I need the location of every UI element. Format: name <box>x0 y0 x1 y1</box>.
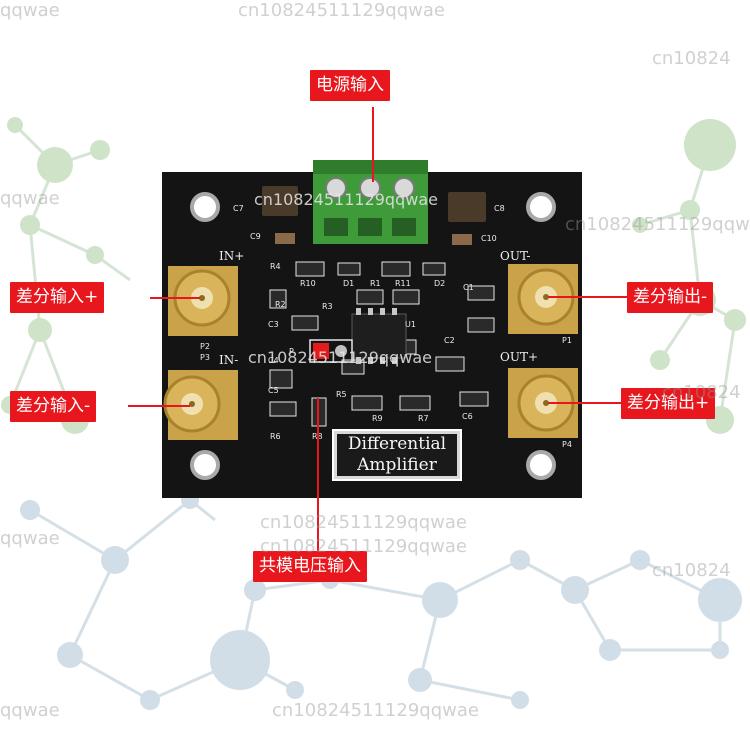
designator-c2: C2 <box>444 336 455 345</box>
designator-p1: P1 <box>562 336 572 345</box>
watermark: cn10824511129qqwae <box>565 214 750 235</box>
designator-c1: C1 <box>463 283 474 292</box>
watermark: qqwae <box>0 0 60 21</box>
watermark: cn10824 <box>652 560 731 581</box>
port-label-out-plus: OUT+ <box>500 350 539 364</box>
designator-r1: R1 <box>370 279 381 288</box>
designator-c4: C4 <box>268 356 279 365</box>
watermark: cn10824511129qqwae <box>248 348 432 367</box>
watermark: cn10824511129qqwae <box>272 700 479 721</box>
designator-r6: R6 <box>270 432 281 441</box>
designator-p: P <box>289 347 294 356</box>
designator-d2: D2 <box>434 279 446 288</box>
watermark: cn10824511129qqwae <box>260 512 467 533</box>
watermark: cn10824 <box>662 382 741 403</box>
designator-r2: R2 <box>275 300 286 309</box>
designator-c8: C8 <box>494 204 505 213</box>
label-common-mode-input: 共模电压输入 <box>253 551 367 582</box>
designator-c6: C6 <box>462 412 473 421</box>
designator-r7: R7 <box>418 414 429 423</box>
label-diff-input-minus: 差分输入- <box>10 391 97 422</box>
designator-c5: C5 <box>268 386 279 395</box>
designator-p2: P2 <box>200 342 210 351</box>
designator-r5: R5 <box>336 390 347 399</box>
designator-r3: R3 <box>322 302 333 311</box>
watermark: qqwae <box>0 188 60 209</box>
designator-c9: C9 <box>250 232 261 241</box>
watermark: cn10824511129qqwae <box>260 536 467 557</box>
label-diff-output-minus: 差分输出- <box>627 282 714 313</box>
watermark: qqwae <box>0 700 60 721</box>
port-label-out-minus: OUT- <box>500 249 531 263</box>
port-label-in-minus: IN- <box>219 353 239 367</box>
watermark: cn10824 <box>652 48 731 69</box>
board-title-line1: Differential <box>347 434 447 454</box>
designator-d1: D1 <box>343 279 355 288</box>
sma-connector-in-plus <box>168 266 238 336</box>
port-label-in-plus: IN+ <box>219 249 245 263</box>
watermark: qqwae <box>0 528 60 549</box>
sma-connector-in-minus <box>163 370 238 440</box>
label-power-input: 电源输入 <box>310 70 390 101</box>
sma-connector-out-minus <box>508 264 578 334</box>
label-diff-input-plus: 差分输入+ <box>10 282 105 313</box>
designator-u1: U1 <box>405 320 416 329</box>
designator-c10: C10 <box>481 234 497 243</box>
designator-r11: R11 <box>395 279 411 288</box>
watermark: cn10824511129qqwae <box>238 0 445 21</box>
designator-c3: C3 <box>268 320 279 329</box>
designator-r10: R10 <box>300 279 316 288</box>
designator-r9: R9 <box>372 414 383 423</box>
label-diff-output-plus: 差分输出+ <box>621 388 716 419</box>
watermark: cn10824511129qqwae <box>254 190 438 209</box>
designator-c7: C7 <box>233 204 244 213</box>
designator-r4: R4 <box>270 262 281 271</box>
designator-p3: P3 <box>200 353 210 362</box>
board-title-line2: Amplifier <box>357 455 437 475</box>
designator-p4: P4 <box>562 440 572 449</box>
